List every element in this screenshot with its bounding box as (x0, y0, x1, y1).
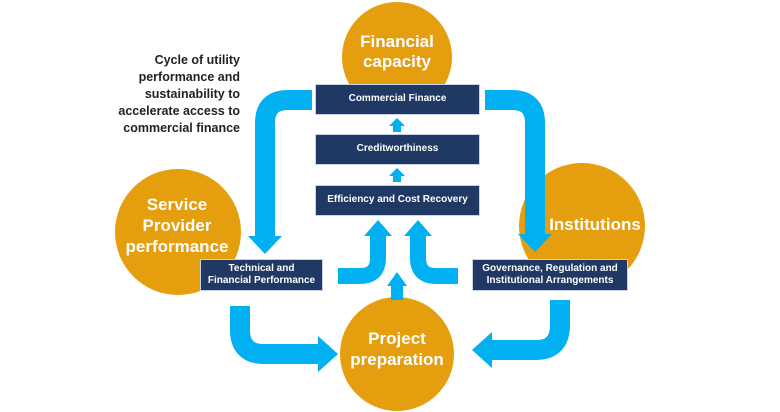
technical-performance-box: Technical and Financial Performance (201, 260, 322, 290)
arrowhead-center-right (404, 220, 432, 236)
financial-capacity-circle (342, 2, 452, 112)
arrowhead-bottom-left (318, 336, 338, 372)
small-up-arrow-1 (389, 118, 405, 126)
arrowhead-left (248, 236, 282, 254)
arrow-center-left-up (338, 232, 386, 284)
small-up-arrow-1-stem (393, 125, 401, 132)
efficiency-box: Efficiency and Cost Recovery (316, 186, 479, 215)
arrowhead-center-left (364, 220, 392, 236)
arrow-bottom-right (490, 300, 570, 360)
diagram-caption: Cycle of utility performance and sustain… (118, 53, 240, 135)
institutions-label: Institutions (549, 215, 641, 234)
arrowhead-right (518, 234, 552, 252)
arrowhead-bottom-right (472, 332, 492, 368)
small-up-arrow-2 (389, 168, 405, 176)
small-up-arrow-2-stem (393, 175, 401, 182)
commercial-finance-box: Commercial Finance (316, 85, 479, 114)
arrow-right-down (485, 90, 545, 236)
arrow-left-down (255, 90, 312, 238)
arrowhead-center (387, 272, 407, 286)
project-preparation-label: Project preparation (350, 329, 444, 369)
arrow-center-right-up (410, 232, 458, 284)
financial-capacity-label: Financial capacity (360, 32, 434, 71)
governance-box: Governance, Regulation and Institutional… (473, 260, 627, 290)
creditworthiness-box: Creditworthiness (316, 135, 479, 164)
service-provider-label: Service Provider performance (125, 195, 229, 256)
project-preparation-circle (340, 297, 454, 411)
institutions-circle (519, 163, 645, 289)
arrow-bottom-left (230, 306, 320, 364)
